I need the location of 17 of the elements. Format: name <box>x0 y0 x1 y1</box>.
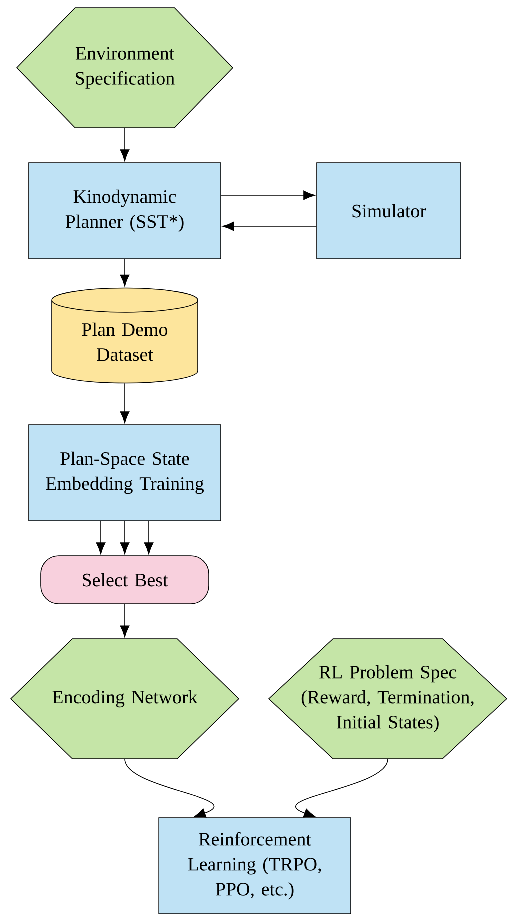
arrow <box>221 190 316 200</box>
process-box: Kinodynamic Planner (SST*) <box>28 162 222 260</box>
rounded-box: Select Best <box>40 556 210 604</box>
arrow <box>144 521 154 554</box>
arrow <box>120 521 130 554</box>
arrow <box>120 604 130 638</box>
arrow <box>120 128 130 162</box>
arrow <box>120 259 130 287</box>
arrow <box>296 758 388 818</box>
process-box: Reinforcement Learning (TRPO, PPO, etc.) <box>158 818 352 914</box>
arrow <box>96 521 106 554</box>
process-box: Simulator <box>316 162 462 260</box>
arrow <box>222 222 317 232</box>
process-box: Plan-Space State Embedding Training <box>28 424 222 522</box>
arrow <box>124 758 215 818</box>
arrow <box>120 383 130 424</box>
dataset-cylinder: Plan Demo Dataset <box>52 288 198 384</box>
